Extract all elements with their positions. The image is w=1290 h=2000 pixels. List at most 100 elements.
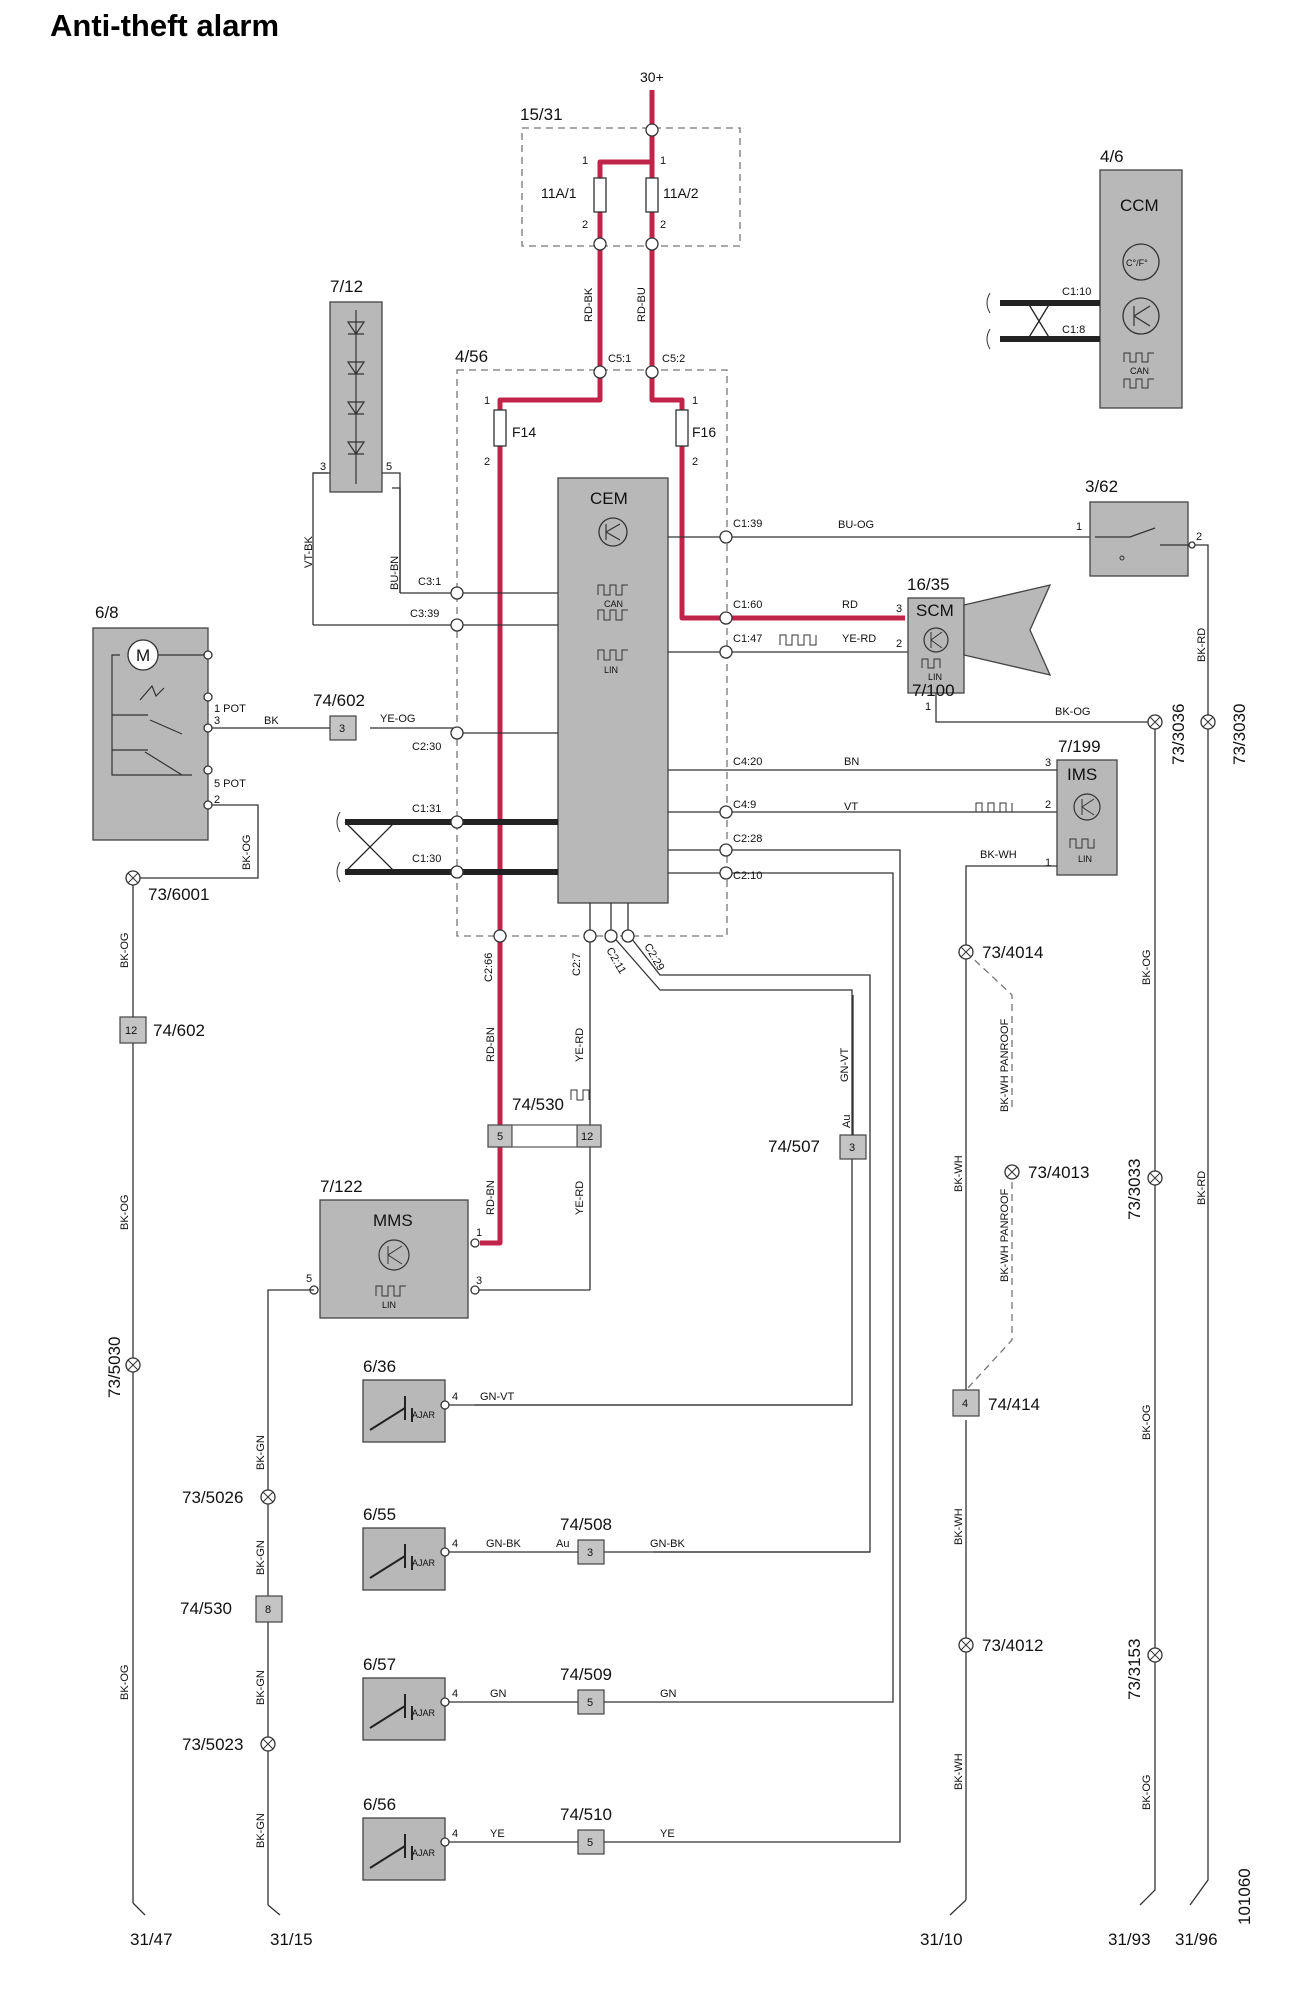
ajar-switch-icon [369, 1834, 413, 1869]
splice-label: 73/4012 [982, 1636, 1043, 1655]
can-signal-icon [1123, 352, 1154, 363]
wire-label: BK-WH [953, 1155, 965, 1192]
wire-label: BK-OG [241, 835, 253, 870]
temp-label: C°/F° [1126, 258, 1148, 268]
pin-label: 4 [962, 1398, 968, 1410]
ccm-module [1099, 169, 1183, 409]
connector-label: 74/530 [512, 1095, 564, 1114]
lin-label: LIN [1078, 854, 1092, 864]
pin-label: C1:60 [733, 599, 762, 611]
pin-label: C2:7 [571, 953, 583, 976]
ground-label: 31/10 [920, 1930, 963, 1949]
switch-6-36: 6/36 AJAR 4 GN-VT [362, 1357, 852, 1443]
ajar-switch-icon [369, 1694, 413, 1729]
switch-ref: 6/55 [363, 1505, 396, 1524]
fuse-pin: 2 [692, 456, 698, 468]
ground-label: 31/96 [1175, 1930, 1218, 1949]
scm-ref: 16/35 [907, 575, 950, 594]
can-signal-icon [597, 584, 628, 596]
splice-label: 73/3033 [1125, 1159, 1144, 1220]
lin-label: LIN [382, 1300, 396, 1310]
wire-label: YE [490, 1828, 505, 1840]
lin-signal-icon [779, 634, 817, 646]
wire-label: BK-WH [953, 1753, 965, 1790]
ground-label: 31/15 [270, 1930, 313, 1949]
pin-label: 5 [306, 1273, 312, 1285]
ajar-label: AJAR [412, 1848, 436, 1858]
pin-label: 5 [497, 1131, 503, 1143]
pin-label: Au [841, 1115, 853, 1128]
bkwh-column [949, 951, 1013, 1916]
document-number: 101060 [1235, 1868, 1254, 1925]
wire-label: BK-OG [119, 933, 131, 968]
wire-label: RD-BN [485, 1027, 497, 1062]
fuse-pin: 1 [582, 155, 588, 167]
splice-label: 73/3153 [1125, 1639, 1144, 1700]
pin-label: 4 [452, 1391, 458, 1403]
bkog-right-column [1132, 721, 1156, 1906]
node-c51 [593, 365, 607, 379]
pin-label: 4 [452, 1688, 458, 1700]
wire-label: BK-WH [953, 1508, 965, 1545]
power-wires [480, 90, 905, 1246]
pin-label: C2:30 [412, 741, 441, 753]
fuse-11a2-label: 11A/2 [663, 185, 699, 201]
wire-label: BK-OG [1141, 1405, 1153, 1440]
ground-label: 31/47 [130, 1930, 173, 1949]
wire-label: VT [844, 801, 858, 813]
pin-label: 3 [1045, 757, 1051, 769]
wire-label: BN [844, 756, 859, 768]
wire-label: BU-OG [838, 519, 874, 531]
lin-signal-icon [597, 649, 628, 661]
can-signal-icon [1123, 378, 1154, 389]
pin-label: 3 [320, 461, 326, 473]
lin-signal-icon [975, 802, 1013, 813]
cem-bottom-wires [475, 903, 871, 1553]
ajar-label: AJAR [412, 1558, 436, 1568]
pin-label: 8 [265, 1604, 271, 1616]
fusebox-label: 15/31 [520, 105, 563, 124]
wire-label: BK-GN [255, 1813, 267, 1848]
splice-label: 73/4014 [982, 943, 1043, 962]
lin-signal-icon [570, 1089, 590, 1101]
node [645, 123, 659, 137]
wire-label: BK [264, 715, 279, 727]
transistor-icon [598, 517, 628, 547]
motor-letter: M [136, 646, 150, 665]
pin-label: 12 [581, 1131, 593, 1143]
lin-label: LIN [604, 665, 618, 675]
wire-label: GN-VT [480, 1391, 515, 1403]
pin-label: C1:8 [1062, 324, 1085, 336]
splice-label: 73/4013 [1028, 1163, 1089, 1182]
fuse-pin: 2 [484, 456, 490, 468]
pin-label: 5 [587, 1837, 593, 1849]
pin-label: 2 [896, 638, 902, 650]
page-title: Anti-theft alarm [50, 8, 280, 43]
fuse-pin: 1 [660, 155, 666, 167]
connector-74-414 [952, 1389, 980, 1417]
ccm-name: CCM [1120, 196, 1159, 215]
connector-label: 74/509 [560, 1665, 612, 1684]
pin-label: C1:47 [733, 633, 762, 645]
pin-label: 3 [896, 603, 902, 615]
connector-74-507 [839, 1134, 867, 1160]
wire-label: BK-GN [255, 1670, 267, 1705]
wire-label: BK-OG [119, 1665, 131, 1700]
lin-signal-icon [1069, 838, 1095, 849]
connector-label: 74/414 [988, 1395, 1040, 1414]
pin-label: Au [556, 1538, 569, 1550]
transistor-icon [1073, 793, 1101, 821]
pin-label: 3 [849, 1142, 855, 1154]
wire-label: YE-RD [574, 1028, 586, 1062]
mms-ref: 7/122 [320, 1177, 363, 1196]
can-label: CAN [604, 599, 623, 609]
wire-label: RD-BU [636, 287, 648, 322]
pin-label: 4 [452, 1538, 458, 1550]
left-column [132, 1902, 146, 1916]
pin-label: 2 [1045, 799, 1051, 811]
transistor-icon [1081, 798, 1095, 816]
wire-label: YE-RD [574, 1181, 586, 1215]
fuse-11a2 [645, 177, 659, 213]
pin-label: 3 [476, 1275, 482, 1287]
